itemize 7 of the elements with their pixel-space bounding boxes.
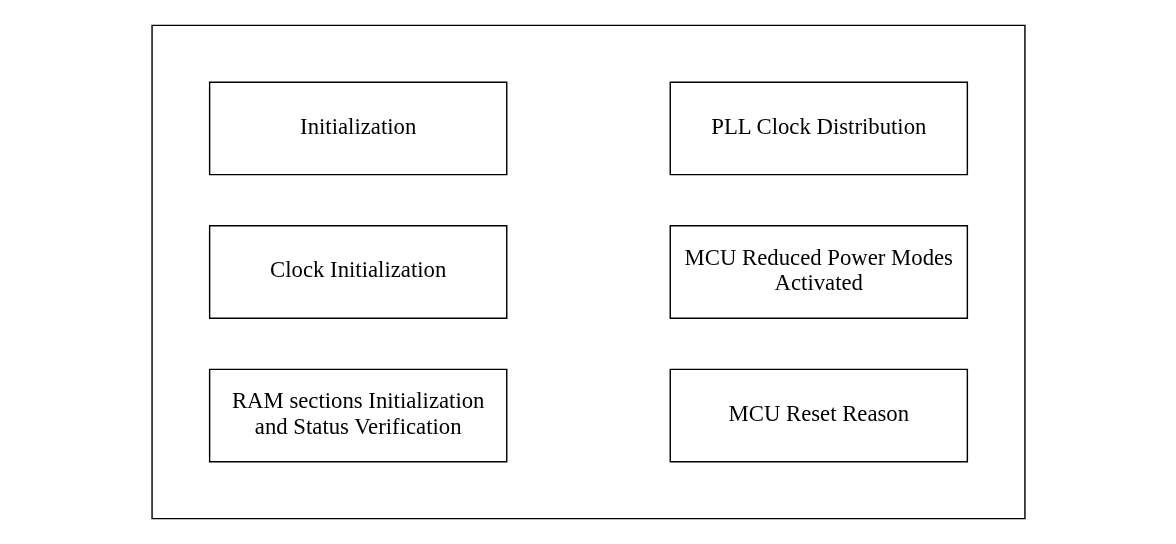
node-box: Clock Initialization [208, 225, 507, 319]
node-box: Initialization [208, 81, 507, 176]
node-box: RAM sections Initialization and Status Verification [208, 368, 507, 463]
node-box: MCU Reset Reason [669, 368, 968, 463]
cluster [150, 24, 1026, 520]
node-box: MCU Reduced Power Modes Activated [669, 225, 968, 319]
node-box: PLL Clock Distribution [669, 81, 968, 176]
